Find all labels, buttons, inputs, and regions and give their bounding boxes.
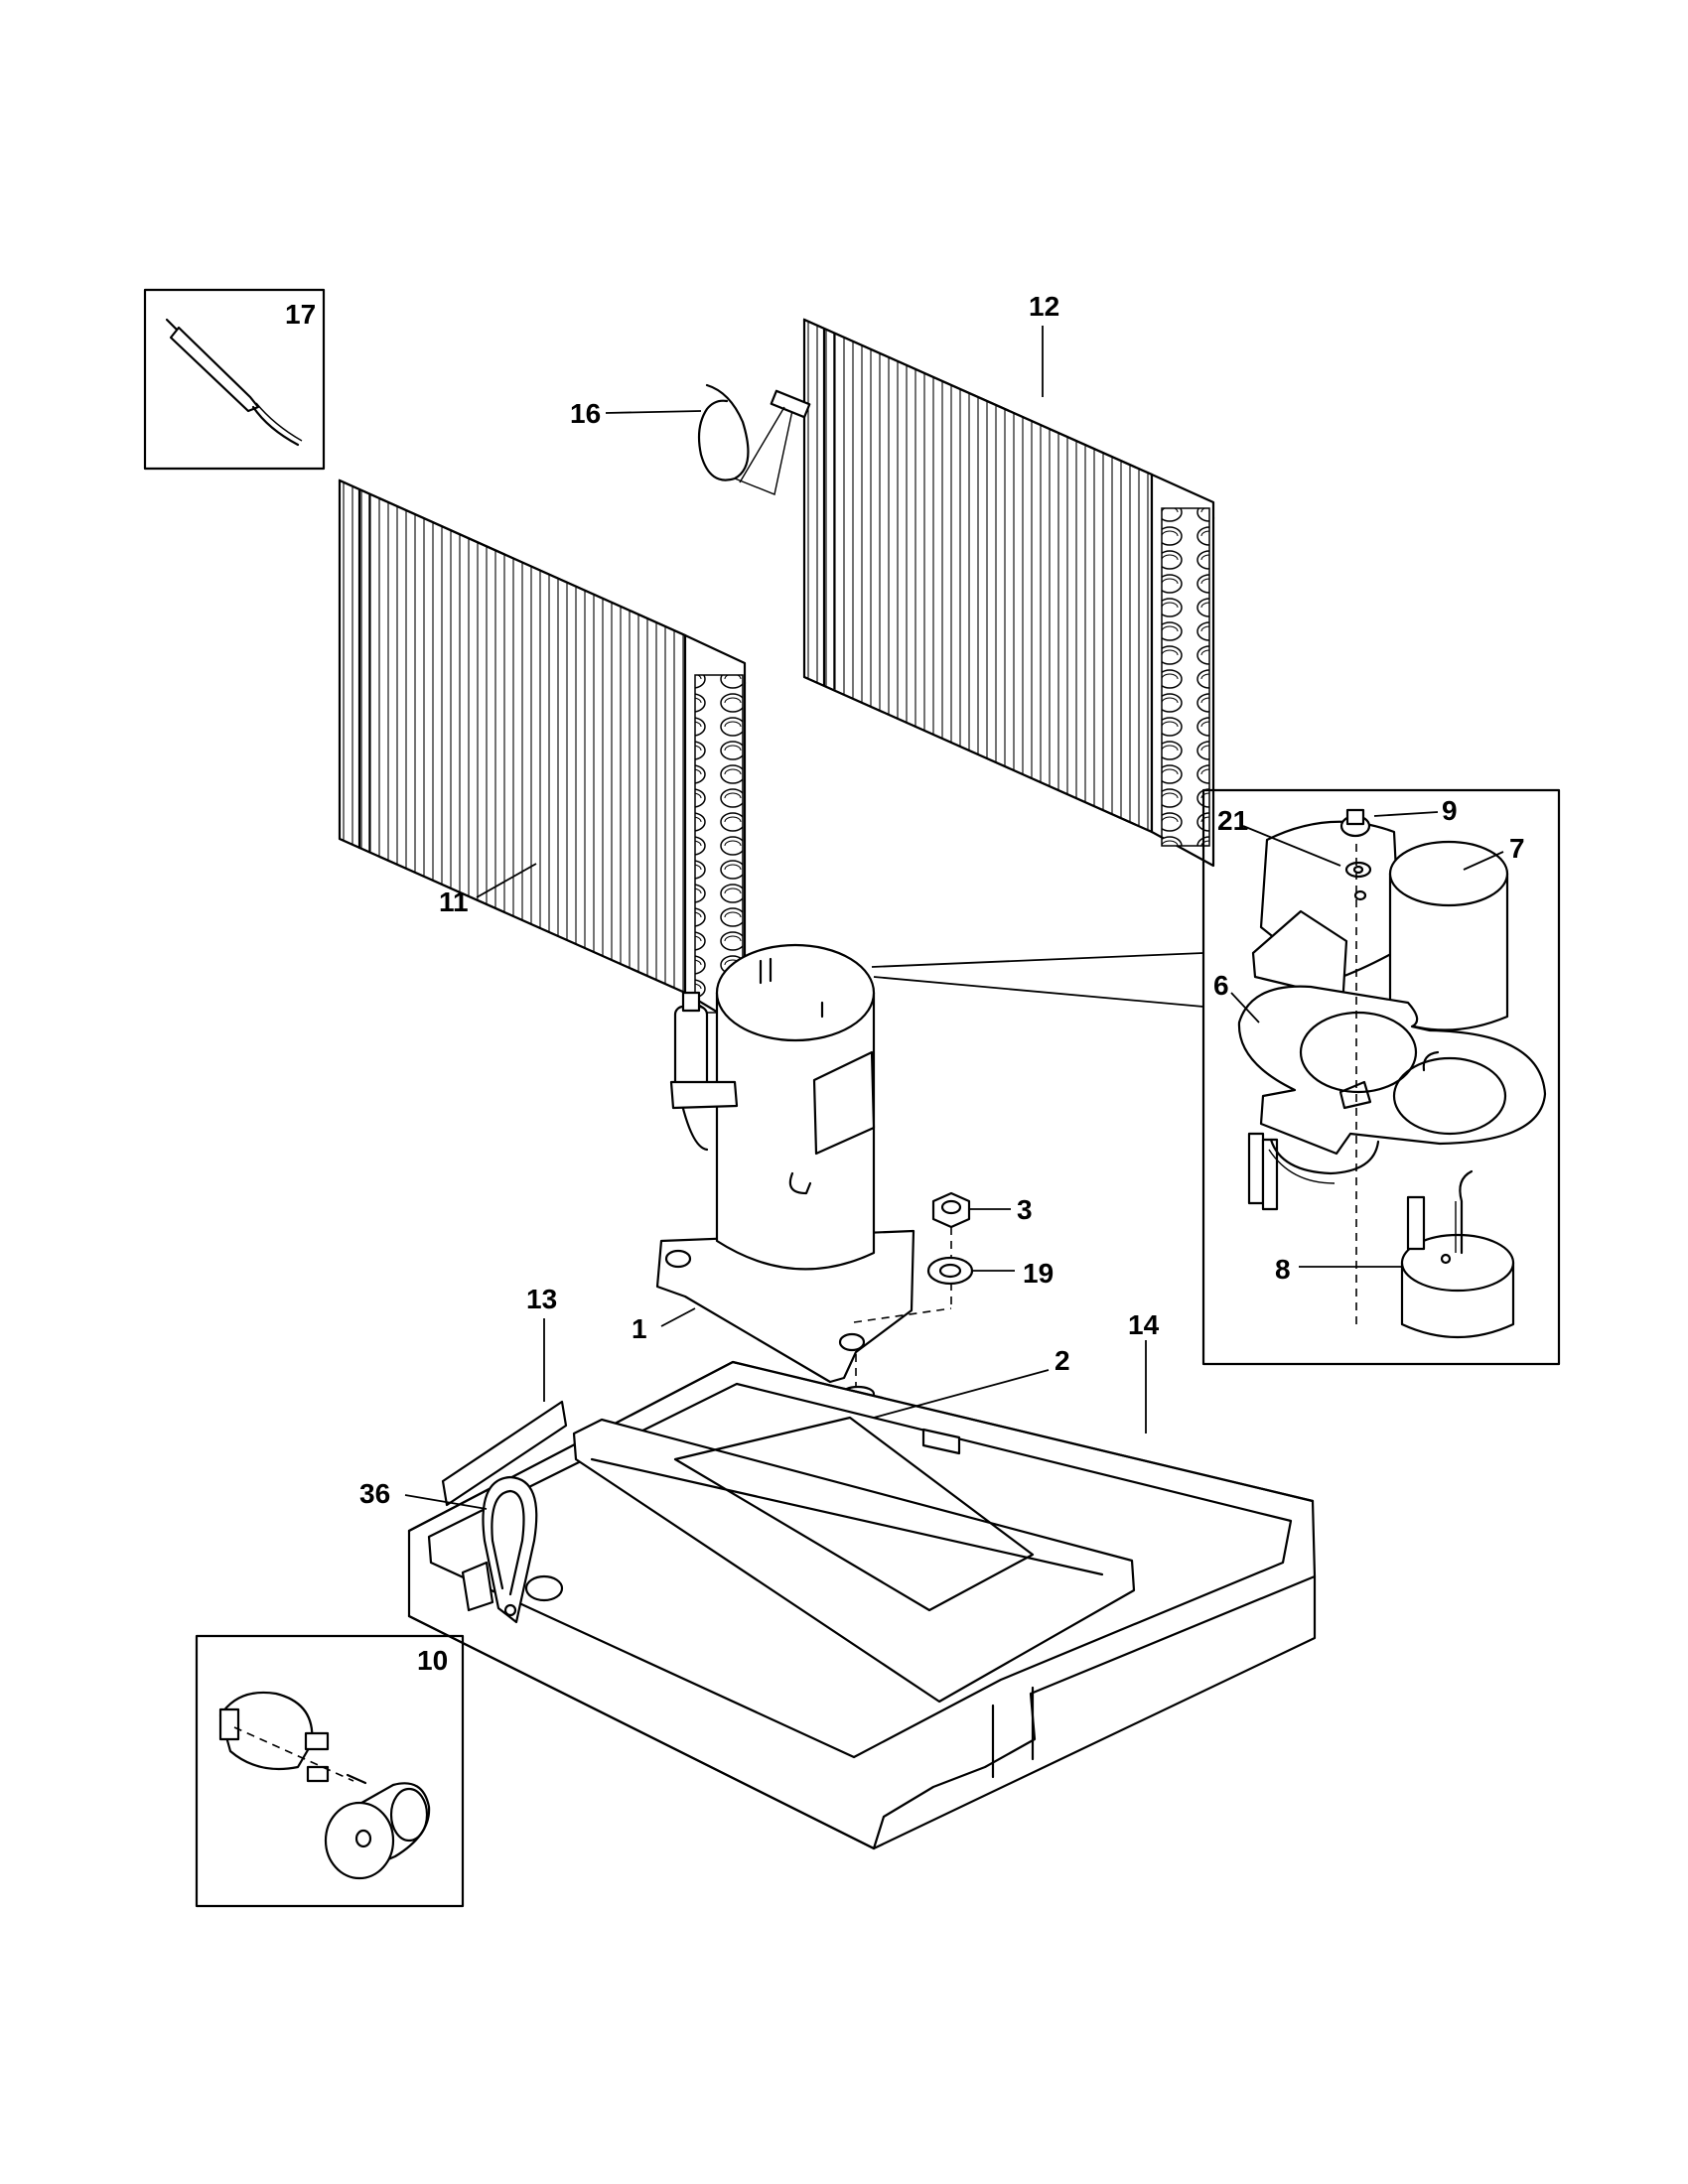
callout-13: 13 bbox=[526, 1284, 557, 1314]
drain-pan-13 bbox=[441, 1400, 1136, 1704]
callout-6: 6 bbox=[1213, 970, 1229, 1001]
callout-19: 19 bbox=[1023, 1258, 1054, 1289]
callout-12: 12 bbox=[1029, 291, 1059, 322]
callout-21: 21 bbox=[1217, 805, 1248, 836]
callout-1: 1 bbox=[632, 1313, 647, 1344]
washer-21-part bbox=[1344, 861, 1372, 901]
mounting-nut-3 bbox=[931, 1191, 971, 1229]
callout-2: 2 bbox=[1055, 1345, 1070, 1376]
callout-7: 7 bbox=[1509, 833, 1525, 864]
drier-filter-part bbox=[165, 318, 303, 447]
coil-11 bbox=[338, 478, 747, 1030]
callout-16: 16 bbox=[570, 398, 601, 429]
callout-36: 36 bbox=[359, 1478, 390, 1509]
compressor-1 bbox=[655, 943, 915, 1384]
callout-8: 8 bbox=[1275, 1254, 1291, 1285]
callout-17: 17 bbox=[285, 299, 316, 330]
capacitor-part bbox=[324, 1782, 431, 1880]
terminal-lead-part bbox=[1247, 1132, 1380, 1211]
coil-12 bbox=[802, 318, 1215, 868]
nut-9-part bbox=[1339, 808, 1371, 838]
strap-36 bbox=[482, 1475, 538, 1624]
detail-box-overload-relay bbox=[1201, 788, 1561, 1366]
callout-3: 3 bbox=[1017, 1194, 1033, 1225]
callout-14: 14 bbox=[1128, 1309, 1160, 1340]
callout-11: 11 bbox=[439, 887, 469, 917]
relay-8-part bbox=[1400, 1169, 1515, 1338]
capacitor-bracket-part bbox=[218, 1691, 367, 1785]
thermistor-16 bbox=[697, 383, 811, 495]
callout-9: 9 bbox=[1442, 795, 1458, 826]
washer-19 bbox=[926, 1256, 974, 1286]
inset-box-17 bbox=[143, 288, 326, 471]
bracket-6-part bbox=[1237, 985, 1547, 1156]
inset-box-10 bbox=[195, 1634, 465, 1908]
leader-lines bbox=[404, 326, 1504, 1510]
overload-7-part bbox=[1388, 840, 1509, 1031]
callout-10: 10 bbox=[417, 1645, 448, 1676]
terminal-cover-part bbox=[1251, 820, 1402, 1009]
